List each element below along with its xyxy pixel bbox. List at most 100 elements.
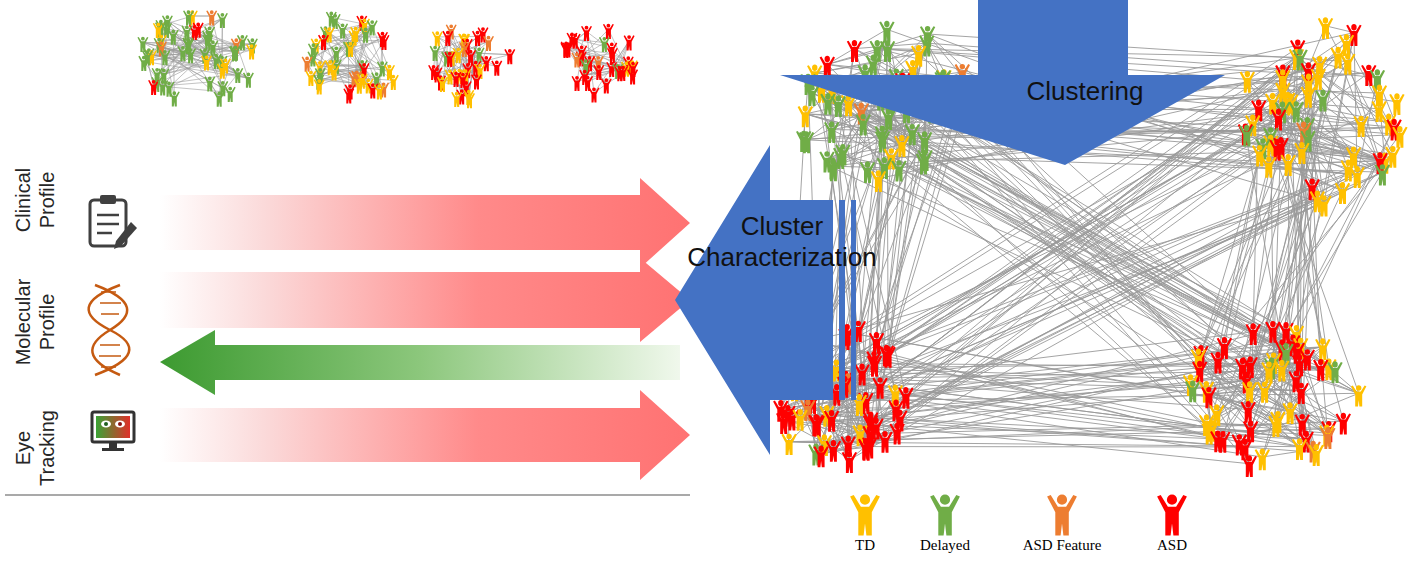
person-icon	[159, 50, 170, 65]
person-icon	[444, 52, 455, 67]
person-icon	[314, 79, 325, 94]
person-icon	[206, 10, 217, 25]
legend-entry: Delayed	[885, 492, 1005, 554]
person-icon	[614, 66, 625, 81]
legend-swatch	[930, 495, 960, 536]
person-icon	[1318, 17, 1333, 39]
person-icon	[1242, 455, 1257, 477]
person-icon	[917, 131, 932, 153]
person-icon	[1246, 323, 1261, 345]
cluster-link	[147, 40, 208, 56]
network-link	[1209, 153, 1260, 395]
legend-icon	[1042, 492, 1082, 536]
person-icon	[345, 42, 356, 57]
person-icon	[379, 35, 390, 50]
legend-icon	[845, 492, 885, 536]
person-icon	[627, 69, 638, 84]
row-title: Clinical Profile	[11, 150, 59, 250]
person-icon	[1375, 164, 1390, 185]
person-icon	[201, 55, 212, 70]
person-icon	[854, 364, 869, 386]
divider-line	[5, 494, 690, 495]
person-icon	[875, 131, 890, 152]
person-icon	[217, 13, 228, 28]
person-icon	[624, 35, 635, 50]
network-link	[1286, 331, 1359, 394]
person-icon	[601, 78, 612, 93]
person-icon	[824, 121, 839, 143]
person-icon	[1336, 413, 1351, 435]
person-icon	[430, 46, 441, 61]
person-icon	[1185, 380, 1200, 402]
person-icon	[360, 27, 371, 42]
arrow-outline	[839, 200, 845, 400]
cluster-link	[163, 36, 208, 86]
person-icon	[1288, 371, 1303, 392]
cluster-link	[173, 35, 248, 78]
network-link	[1250, 55, 1339, 389]
person-icon	[1389, 93, 1404, 115]
network-link	[1245, 127, 1394, 447]
person-icon	[891, 160, 906, 181]
person-icon	[1292, 438, 1307, 460]
person-icon	[1315, 90, 1330, 112]
person-icon	[1350, 166, 1365, 188]
person-icon	[1265, 321, 1280, 343]
legend-swatch	[1157, 495, 1187, 536]
person-icon	[879, 21, 894, 43]
person-icon	[432, 31, 443, 46]
arrow-label: Cluster Characterization	[655, 211, 910, 273]
person-icon	[491, 60, 502, 75]
network-link	[816, 367, 1329, 423]
person-icon	[1240, 71, 1255, 93]
person-icon	[858, 438, 873, 460]
person-icon	[1281, 154, 1296, 176]
person-icon	[804, 84, 819, 106]
cluster-link	[479, 53, 510, 55]
person-icon	[1340, 53, 1355, 75]
arrow-outline	[675, 145, 833, 455]
arrow-outline	[780, 0, 1225, 165]
person-icon	[148, 80, 159, 95]
person-icon	[343, 88, 354, 103]
person-icon	[1353, 116, 1368, 137]
person-icon	[437, 77, 448, 92]
person-icon	[183, 10, 194, 25]
person-icon	[871, 170, 886, 192]
red-arrow	[160, 390, 690, 480]
network-link	[1207, 347, 1323, 423]
cluster-link	[154, 44, 237, 86]
person-icon	[872, 377, 887, 398]
mini-cluster	[137, 10, 258, 106]
person-icon	[1294, 383, 1309, 404]
person-icon	[217, 64, 228, 79]
person-icon	[442, 31, 453, 46]
person-icon	[169, 91, 180, 106]
cluster-link	[194, 31, 237, 74]
cluster-link	[320, 26, 372, 67]
person-icon	[471, 74, 482, 89]
network-link	[848, 381, 1306, 439]
person-icon	[1301, 86, 1316, 108]
person-icon	[799, 131, 814, 153]
person-icon	[246, 44, 257, 59]
network-link	[866, 446, 1245, 447]
network-link	[889, 117, 1329, 367]
person-icon	[329, 65, 340, 80]
person-icon	[905, 124, 920, 145]
person-icon	[451, 92, 462, 107]
legend-label: TD	[805, 536, 925, 554]
person-icon	[305, 71, 316, 86]
person-icon	[1255, 448, 1270, 470]
person-icon	[483, 36, 494, 51]
person-icon	[792, 409, 807, 431]
person-icon	[1210, 352, 1225, 374]
person-icon	[1315, 338, 1330, 360]
person-icon	[168, 30, 179, 45]
cluster-link	[167, 21, 237, 74]
cluster-link	[167, 29, 183, 52]
person-icon	[1392, 126, 1407, 148]
mini-cluster	[302, 12, 399, 104]
network-link	[1218, 360, 1343, 421]
person-icon	[798, 105, 813, 127]
